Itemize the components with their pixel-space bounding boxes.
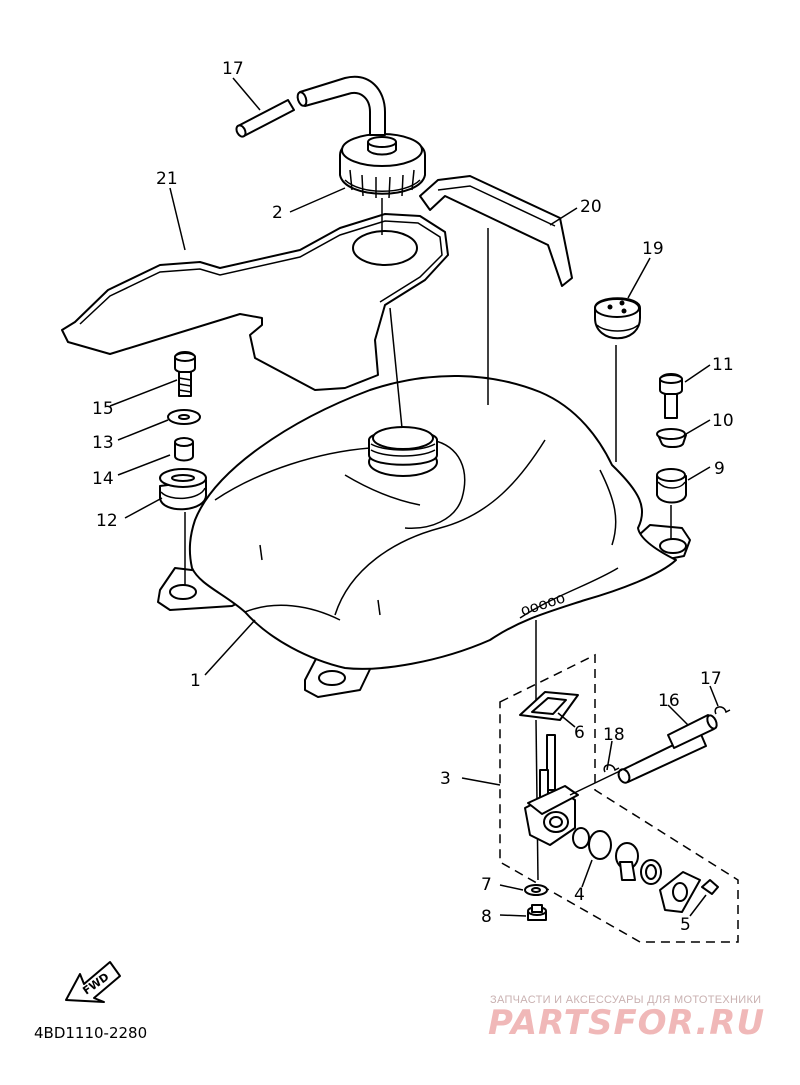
callout-20: 20 — [580, 197, 602, 217]
callout-17-left: 18 — [603, 725, 625, 745]
callout-16: 16 — [658, 691, 680, 711]
part-14-collar — [174, 437, 194, 462]
part-11-bolt — [659, 373, 683, 419]
part-19-grommet — [594, 297, 641, 340]
callout-19: 19 — [642, 239, 664, 259]
part-4-o-ring — [572, 827, 612, 860]
callout-5: 5 — [680, 915, 691, 935]
part-7-washer — [524, 884, 548, 896]
part-20-tank-strap — [419, 175, 573, 287]
callout-6: 6 — [574, 723, 585, 743]
callout-13: 13 — [92, 433, 114, 453]
part-10-collar — [656, 428, 687, 448]
part-9-damper — [656, 468, 687, 504]
callout-labels: 17 2 21 20 19 15 13 14 12 11 10 9 1 3 6 … — [92, 59, 734, 935]
callout-1: 1 — [190, 671, 201, 691]
watermark-brand: PARTSFOR.RU — [488, 1003, 765, 1043]
part-3-fuel-cock-group — [499, 653, 739, 943]
callout-14: 14 — [92, 469, 114, 489]
callout-10: 10 — [712, 411, 734, 431]
callout-21: 21 — [156, 169, 178, 189]
fuel-cock-body — [524, 734, 579, 846]
drawing-code: 4BD1110-2280 — [34, 1024, 147, 1042]
callout-12: 12 — [96, 511, 118, 531]
part-5-screw — [701, 879, 719, 895]
fuel-cock-wave-washer — [640, 859, 662, 885]
callout-7: 7 — [481, 875, 492, 895]
part-6-gasket — [519, 691, 579, 721]
callout-2: 2 — [272, 203, 283, 223]
part-15-bolt — [174, 351, 196, 397]
part-2-fuel-cap — [339, 133, 426, 199]
part-16-fuel-hose — [617, 714, 718, 784]
forward-direction-arrow-icon: FWD — [65, 961, 121, 1003]
callout-8: 8 — [481, 907, 492, 927]
leader-lines — [109, 77, 719, 917]
callout-9: 9 — [714, 459, 725, 479]
part-21-tank-pad — [61, 213, 449, 391]
part-17-hose-clip-left — [603, 764, 620, 773]
callout-15: 15 — [92, 399, 114, 419]
callout-17-right: 17 — [700, 669, 722, 689]
part-12-damper — [159, 468, 208, 511]
part-13-washer — [167, 409, 201, 425]
watermark: ЗАПЧАСТИ И АКСЕССУАРЫ ДЛЯ МОТОТЕХНИКИ PA… — [488, 994, 765, 1043]
callout-11: 11 — [712, 355, 734, 375]
part-18-breather-hose — [235, 75, 386, 138]
fuel-cock-lever — [615, 842, 639, 881]
fuel-cock-cover-plate — [659, 871, 701, 913]
watermark-tagline: ЗАПЧАСТИ И АКСЕССУАРЫ ДЛЯ МОТОТЕХНИКИ — [490, 994, 761, 1006]
callout-4: 4 — [574, 885, 585, 905]
callout-3: 3 — [440, 769, 451, 789]
part-17-hose-clip-right — [714, 706, 731, 715]
part-1-fuel-tank: ooooo — [157, 375, 691, 698]
callout-18: 17 — [222, 59, 244, 79]
part-8-drain-bolt — [527, 904, 547, 921]
